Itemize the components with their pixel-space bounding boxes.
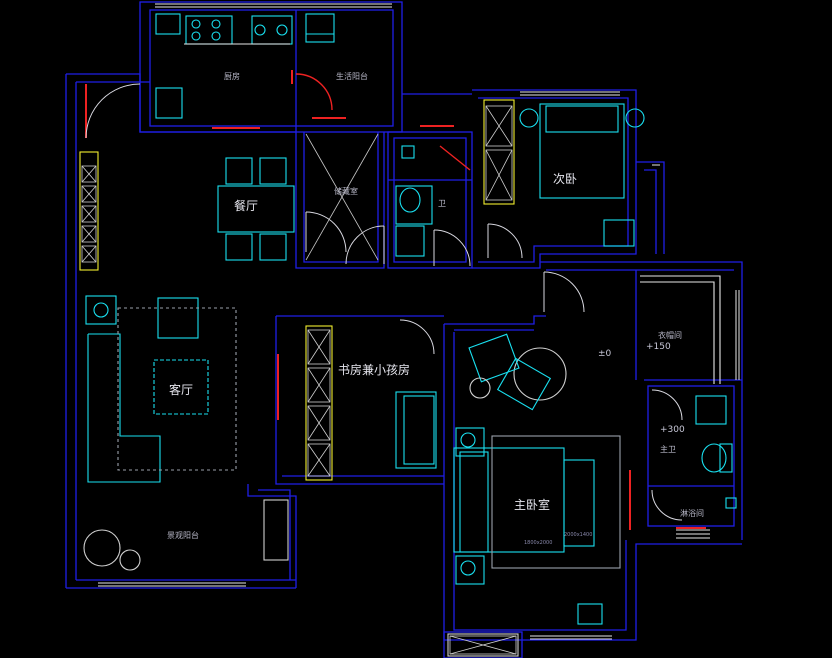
- service-balcony-label: 生活阳台: [336, 72, 368, 81]
- walls: [65, 1, 743, 658]
- bed-size-tag: 1800x2000: [524, 540, 553, 546]
- red-marks: [85, 70, 706, 530]
- master-bath-label: 主卫: [660, 445, 676, 454]
- red-door-swing: [295, 73, 471, 171]
- wardrobe-cells: [81, 105, 517, 655]
- master-bedroom-label: 主卧室: [514, 498, 551, 512]
- view-balcony-label: 景观阳台: [167, 531, 199, 540]
- study-label: 书房兼小孩房: [338, 363, 411, 377]
- level-closet: +150: [646, 342, 671, 352]
- furniture: [79, 13, 737, 657]
- level-master-bedroom: ±0: [598, 349, 612, 359]
- storage-cross: [305, 133, 379, 261]
- door-swings: [85, 83, 683, 521]
- second-bedroom-label: 次卧: [553, 172, 578, 186]
- walk-in-closet-label: 衣帽间: [658, 331, 682, 340]
- dining-label: 餐厅: [234, 199, 259, 213]
- wc-label: 卫: [438, 199, 446, 208]
- windows: [98, 3, 740, 640]
- storage-label: 储藏室: [334, 187, 358, 196]
- door-leaves: [305, 212, 545, 312]
- level-bath: +300: [660, 425, 685, 435]
- kitchen-label: 厨房: [224, 72, 240, 81]
- shower-label: 淋浴间: [680, 509, 704, 518]
- rug-size-tag: 2000x1400: [564, 532, 593, 538]
- living-room-label: 客厅: [169, 383, 194, 397]
